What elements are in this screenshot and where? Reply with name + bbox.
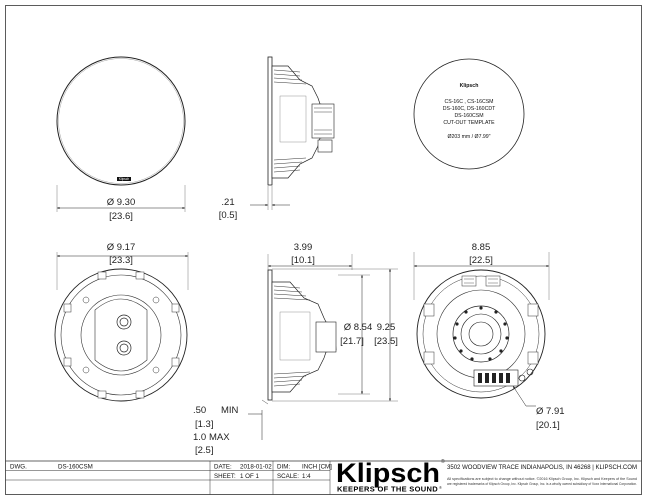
baffle-diameter-cm: [23.3] [109,255,133,266]
company-address: 3502 WOODVIEW TRACE INDIANAPOLIS, IN 462… [447,464,637,471]
baffle-diameter-in: Ø 9.17 [107,242,136,253]
front-view-baffle: Ø 9.17 [23.3] [54,242,189,402]
wall-min-label: MIN [221,405,239,416]
template-logo: Klipsch [460,83,479,89]
disclaimer-line2: are registered trademarks of Klipsch Gro… [447,481,637,486]
scale-label: SCALE: [277,473,299,480]
sheet-border [5,5,642,495]
wall-min-cm: [1.3] [195,419,214,430]
side-inner-diameter-cm: [21.7] [340,336,364,347]
cutout-template: Klipsch CS-16C , CS-16CSM DS-160C, DS-16… [413,58,525,170]
wall-max-cm: [2.5] [195,445,214,456]
side-view-top: .21 [0.5] [219,56,335,221]
dwg-value: DS-160CSM [58,464,93,471]
side-outer-diameter-cm: [23.5] [374,336,398,347]
side-depth-cm: [10.1] [291,255,315,266]
back-cutout-in: Ø 7.91 [536,406,565,417]
dim-value: INCH [CM] [302,464,332,471]
sheet-label: SHEET: [214,473,236,480]
template-line1: CS-16C , CS-16CSM [444,99,493,105]
brand-reg-mark: ® [441,458,445,465]
wall-max-in: 1.0 [193,432,206,443]
back-width-cm: [22.5] [469,255,493,266]
front-diameter-cm: [23.6] [109,211,133,222]
brand-tagline: KEEPERS OF THE SOUND [337,485,438,494]
disclaimer-line1: All specifications are subject to change… [447,476,637,481]
tagline-reg-mark: ® [439,485,442,490]
wall-max-label: MAX [209,432,230,443]
side-outer-diameter-in: 9.25 [377,322,396,333]
dim-label: DIM: [277,464,290,471]
back-cutout-cm: [20.1] [536,420,560,431]
title-block: DWG. DS-160CSM DATE: 2018-01-02 DIM: INC… [5,458,642,495]
wall-thickness: .50 MIN [1.3] 1.0 MAX [2.5] [193,405,239,456]
date-value: 2018-01-02 [240,464,272,471]
side-top-depth-in: .21 [221,197,234,208]
wall-min-in: .50 [193,405,206,416]
date-label: DATE: [214,464,232,471]
scale-value: 1:4 [302,473,311,480]
template-size: Ø203 mm / Ø7.99" [447,134,490,140]
sheet-value: 1 OF 1 [240,473,259,480]
side-inner-diameter-in: Ø 8.54 [344,322,373,333]
template-line3: DS-160CSM [454,113,483,119]
back-width-in: 8.85 [472,242,491,253]
back-view: 8.85 [22.5] [413,242,565,431]
dwg-label: DWG. [10,464,27,471]
template-line2: DS-160C, DS-160CDT [443,106,496,112]
side-top-depth-cm: [0.5] [219,210,238,221]
side-depth-in: 3.99 [294,242,313,253]
side-view-bottom: 3.99 [10.1] Ø 8.54 [21.7] 9.25 [23.5] [248,242,398,440]
template-line4: CUT-OUT TEMPLATE [443,120,495,126]
brand-logo: Klipsch [336,458,440,488]
front-view-grille: Klipsch Ø 9.30 [23.6] [56,56,186,222]
grille-logo: Klipsch [119,177,130,181]
front-diameter-in: Ø 9.30 [107,197,136,208]
